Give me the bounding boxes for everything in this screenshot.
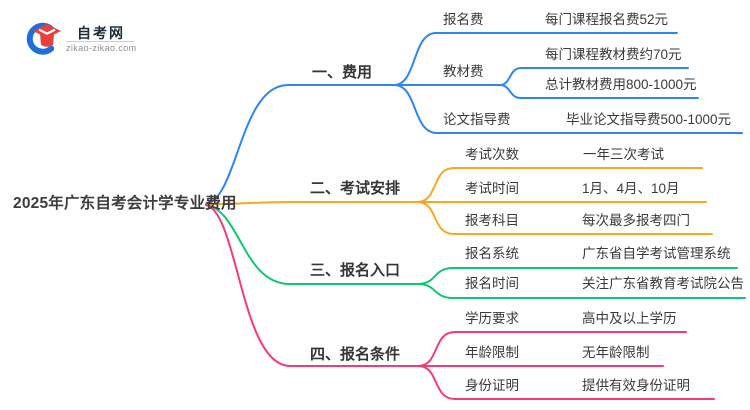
leaf-registration-system-detail: 广东省自学考试管理系统: [582, 246, 731, 261]
branch-exam-child-subjects-line: [416, 201, 713, 235]
logo-divider: [66, 41, 134, 42]
branch-fees-child-textbook-total-line: [499, 84, 699, 99]
leaf-textbook-fee-total: 总计教材费用800-1000元: [545, 77, 697, 92]
branch-conditions-trunk-line: [205, 204, 419, 367]
leaf-exam-times-detail: 一年三次考试: [583, 147, 664, 162]
branch-fees-child-regfee-line: [393, 32, 678, 86]
site-logo: 自考网 zikao-zikao.com: [26, 20, 186, 56]
branch-label-exam-schedule: 二、考试安排: [310, 180, 401, 197]
node-label-education-requirement: 学历要求: [465, 311, 519, 326]
logo-crescent-shape: [26, 22, 55, 55]
branch-conditions-child-id-line: [417, 365, 715, 400]
branch-label-registration-entry: 三、报名入口: [310, 262, 401, 279]
node-label-registration-time: 报名时间: [465, 276, 519, 291]
site-name: 自考网: [77, 25, 125, 41]
branch-fees-trunk-line: [205, 84, 395, 205]
leaf-exam-dates-detail: 1月、4月、10月: [582, 181, 680, 196]
node-label-exam-dates: 考试时间: [465, 181, 519, 196]
branch-fees-child-thesis-line: [393, 84, 743, 134]
node-label-exam-times: 考试次数: [465, 147, 519, 162]
logo-cap-chevron-shape: [38, 28, 56, 35]
branch-exam-trunk-line: [205, 201, 418, 205]
leaf-registration-fee-detail: 每门课程报名费52元: [545, 12, 669, 27]
branch-conditions-child-education-line: [417, 331, 687, 367]
branch-label-fees: 一、费用: [312, 64, 373, 81]
node-label-exam-subjects: 报考科目: [465, 213, 519, 228]
leaf-textbook-fee-per-course: 每门课程教材费约70元: [545, 47, 682, 62]
branch-entry-child-time-line: [417, 283, 746, 299]
leaf-education-requirement-detail: 高中及以上学历: [582, 311, 677, 326]
branch-label-registration-conditions: 四、报名条件: [310, 346, 401, 363]
leaf-exam-subjects-detail: 每次最多报考四门: [582, 213, 690, 228]
logo-cap-base-shape: [40, 33, 54, 47]
leaf-identity-proof-detail: 提供有效身份证明: [582, 378, 690, 393]
node-label-identity-proof: 身份证明: [465, 378, 519, 393]
root-topic: 2025年广东自考会计学专业费用: [13, 195, 237, 212]
graduation-cap-icon: [26, 22, 61, 55]
branch-entry-trunk-line: [205, 204, 419, 285]
site-url: zikao-zikao.com: [66, 43, 137, 53]
leaf-registration-time-detail: 关注广东省教育考试院公告: [582, 276, 744, 291]
node-label-textbook-fee: 教材费: [443, 64, 484, 79]
node-label-registration-fee: 报名费: [443, 12, 484, 27]
node-label-thesis-fee: 论文指导费: [443, 112, 511, 127]
logo-cap-board-shape: [33, 24, 61, 38]
leaf-thesis-fee-detail: 毕业论文指导费500-1000元: [566, 112, 732, 127]
node-label-registration-system: 报名系统: [465, 246, 519, 261]
leaf-age-limit-detail: 无年龄限制: [582, 345, 650, 360]
node-label-age-limit: 年龄限制: [465, 345, 519, 360]
branch-exam-child-times-line: [416, 167, 703, 203]
